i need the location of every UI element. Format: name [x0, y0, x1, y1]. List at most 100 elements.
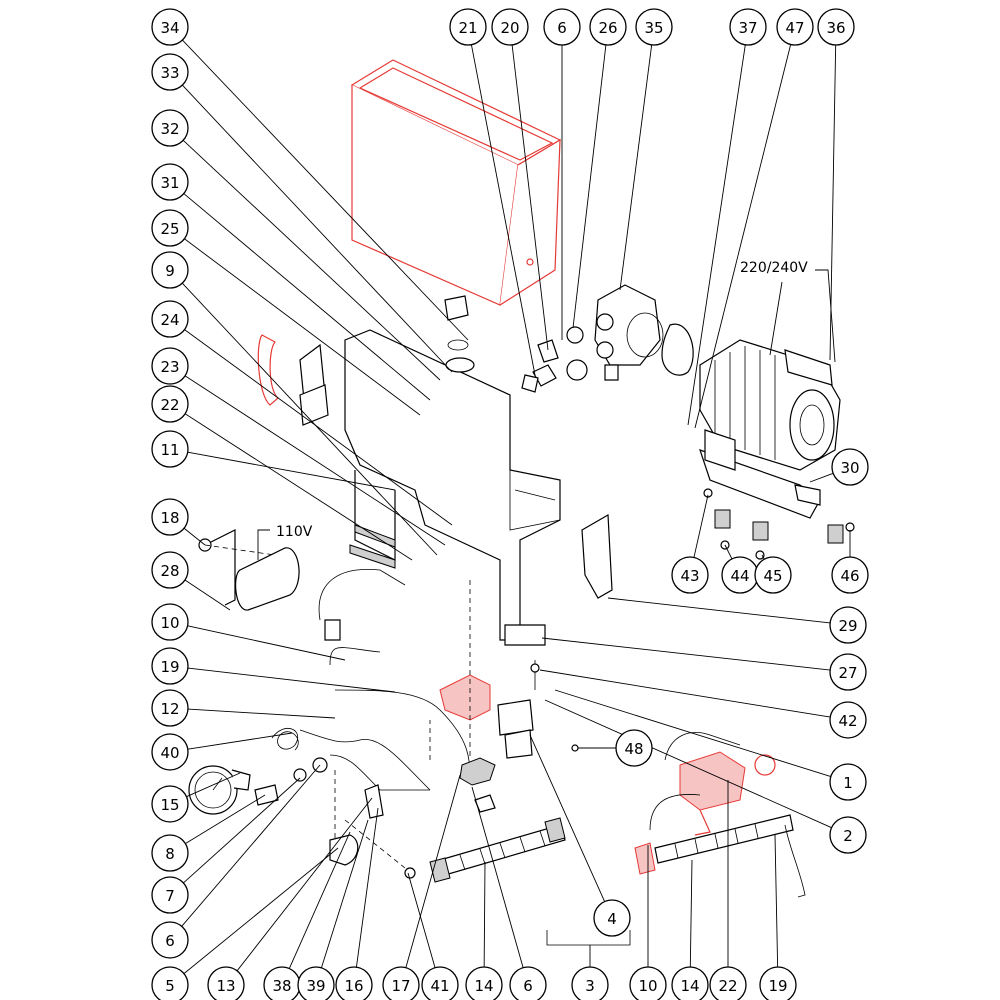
leader-line-13 — [236, 797, 373, 972]
callout-label: 13 — [216, 977, 235, 995]
callout-22: 22 — [151, 385, 189, 423]
leader-line-4 — [529, 734, 606, 902]
callout-circle — [754, 556, 792, 594]
leader-lines — [181, 39, 851, 974]
callout-label: 4 — [607, 910, 617, 928]
callout-circle — [151, 689, 189, 727]
leader-line-8 — [185, 794, 266, 845]
leader-line-19 — [187, 667, 396, 693]
leader-line-14 — [483, 861, 486, 968]
callout-label: 36 — [826, 19, 845, 37]
callout-circle — [829, 816, 867, 854]
callout-circle — [151, 551, 189, 589]
callout-circle — [629, 966, 667, 1000]
leader-line-41 — [407, 872, 436, 968]
callout-label: 31 — [160, 174, 179, 192]
callout-label: 12 — [160, 700, 179, 718]
callout-10: 10 — [629, 966, 667, 1000]
leader-line-28 — [184, 579, 231, 611]
leader-line-35 — [619, 44, 653, 291]
callout-29: 29 — [829, 606, 867, 644]
callout-circle — [421, 966, 459, 1000]
callout-3: 3 — [571, 966, 609, 1000]
callout-12: 12 — [151, 689, 189, 727]
leader-line-19 — [774, 834, 779, 968]
pump-head — [594, 284, 664, 381]
callout-circle — [543, 8, 581, 46]
callout-label: 21 — [458, 19, 477, 37]
bracket-3 — [546, 930, 631, 946]
callout-circle — [491, 8, 529, 46]
callout-label: 38 — [272, 977, 291, 995]
callout-43: 43 — [671, 556, 709, 594]
callout-label: 22 — [718, 977, 737, 995]
callout-label: 22 — [160, 396, 179, 414]
callout-circle — [151, 163, 189, 201]
callout-19: 19 — [151, 647, 189, 685]
leader-line-21 — [470, 44, 536, 376]
frame-bracket — [344, 329, 561, 646]
callout-label: 17 — [391, 977, 410, 995]
callout-45: 45 — [754, 556, 792, 594]
callout-38: 38 — [263, 966, 301, 1000]
callout-36: 36 — [817, 8, 855, 46]
callout-23: 23 — [151, 347, 189, 385]
callout-4: 4 — [593, 899, 631, 937]
callout-label: 24 — [160, 311, 179, 329]
callout-label: 20 — [500, 19, 519, 37]
callout-label: 48 — [624, 740, 643, 758]
callout-circle — [207, 966, 245, 1000]
callout-label: 5 — [165, 977, 175, 995]
callout-label: 10 — [160, 614, 179, 632]
leader-line-39 — [320, 819, 369, 968]
callout-6: 6 — [151, 921, 189, 959]
callout-circle — [829, 606, 867, 644]
callout-label: 30 — [840, 459, 859, 477]
callout-6: 6 — [509, 966, 547, 1000]
callout-39: 39 — [297, 966, 335, 1000]
callout-circle — [831, 556, 869, 594]
callout-28: 28 — [151, 551, 189, 589]
callout-circle — [817, 8, 855, 46]
callout-40: 40 — [151, 733, 189, 771]
motor-voltage-label: 220/240V — [740, 260, 808, 276]
callout-label: 47 — [785, 19, 804, 37]
callout-label: 1 — [843, 774, 853, 792]
callout-15: 15 — [151, 785, 189, 823]
callout-circle — [151, 834, 189, 872]
callout-label: 6 — [557, 19, 567, 37]
callout-27: 27 — [829, 653, 867, 691]
flex-hose-right — [634, 814, 806, 898]
leader-line-14 — [689, 859, 693, 968]
callout-label: 25 — [160, 220, 179, 238]
callout-circle — [151, 966, 189, 1000]
leader-line-9 — [181, 282, 438, 556]
pipe-19 — [334, 689, 471, 781]
callout-label: 10 — [638, 977, 657, 995]
callout-label: 18 — [160, 509, 179, 527]
callout-41: 41 — [421, 966, 459, 1000]
heater-voltage-label: 110V — [276, 524, 313, 540]
leader-line-24 — [184, 329, 453, 526]
upper-valve-group — [521, 326, 588, 393]
callout-label: 2 — [843, 827, 853, 845]
callout-22: 22 — [709, 966, 747, 1000]
leader-line-6 — [471, 786, 524, 968]
callout-label: 40 — [160, 744, 179, 762]
callout-label: 27 — [838, 664, 857, 682]
solenoid-valve — [497, 699, 534, 759]
callout-circle — [151, 785, 189, 823]
callout-14: 14 — [465, 966, 503, 1000]
central-tee-fitting — [439, 674, 491, 721]
callout-label: 14 — [680, 977, 699, 995]
callout-circle — [151, 251, 189, 289]
leader-line-2 — [544, 699, 832, 829]
flex-hose-center — [429, 817, 566, 883]
callout-47: 47 — [776, 8, 814, 46]
callout-24: 24 — [151, 300, 189, 338]
leader-line-33 — [182, 84, 453, 373]
callout-label: 43 — [680, 567, 699, 585]
callout-label: 19 — [160, 658, 179, 676]
callout-26: 26 — [589, 8, 627, 46]
